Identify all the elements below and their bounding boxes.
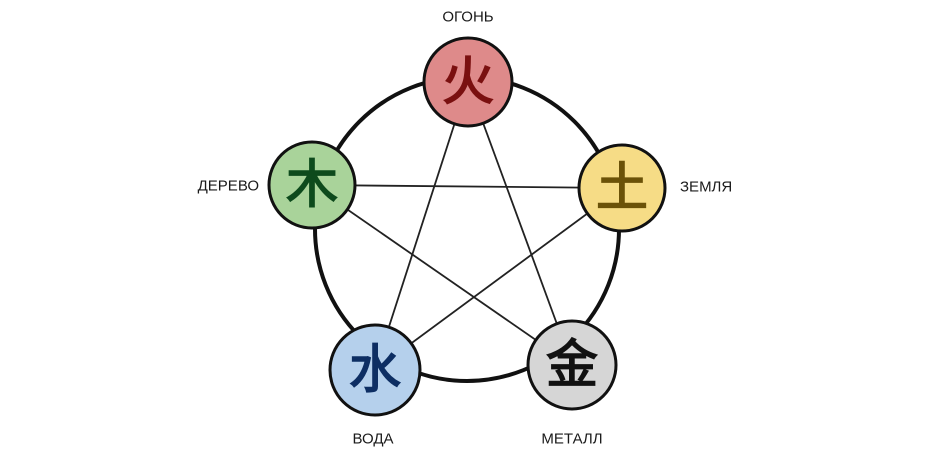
star-line-wood-earth (311, 184, 623, 189)
node-fire: 火 ОГОНЬ (422, 9, 514, 128)
node-water: 水 ВОДА (328, 323, 422, 448)
metal-glyph: 金 (545, 335, 599, 396)
node-metal: 金 МЕТАЛЛ (526, 319, 618, 448)
fire-glyph: 火 (442, 52, 494, 113)
star-line-earth-water (374, 187, 623, 371)
water-circle (328, 323, 422, 417)
wood-glyph: 木 (286, 155, 338, 216)
star-line-wood-metal (311, 184, 573, 366)
fire-circle (422, 36, 514, 128)
node-earth: 土 ЗЕМЛЯ (577, 143, 732, 233)
earth-circle (577, 143, 667, 233)
earth-label: ЗЕМЛЯ (680, 179, 732, 196)
metal-label: МЕТАЛЛ (541, 431, 602, 448)
wood-circle (267, 140, 357, 230)
wood-label: ДЕРЕВО (198, 178, 259, 195)
star-line-fire-water (374, 81, 469, 371)
star-lines (311, 81, 623, 371)
metal-circle (526, 319, 618, 411)
node-wood: 木 ДЕРЕВО (198, 140, 357, 230)
water-glyph: 水 (349, 340, 402, 401)
fire-label: ОГОНЬ (442, 9, 493, 26)
earth-glyph: 土 (596, 158, 648, 219)
water-label: ВОДА (352, 431, 393, 448)
star-line-fire-metal (467, 81, 573, 366)
